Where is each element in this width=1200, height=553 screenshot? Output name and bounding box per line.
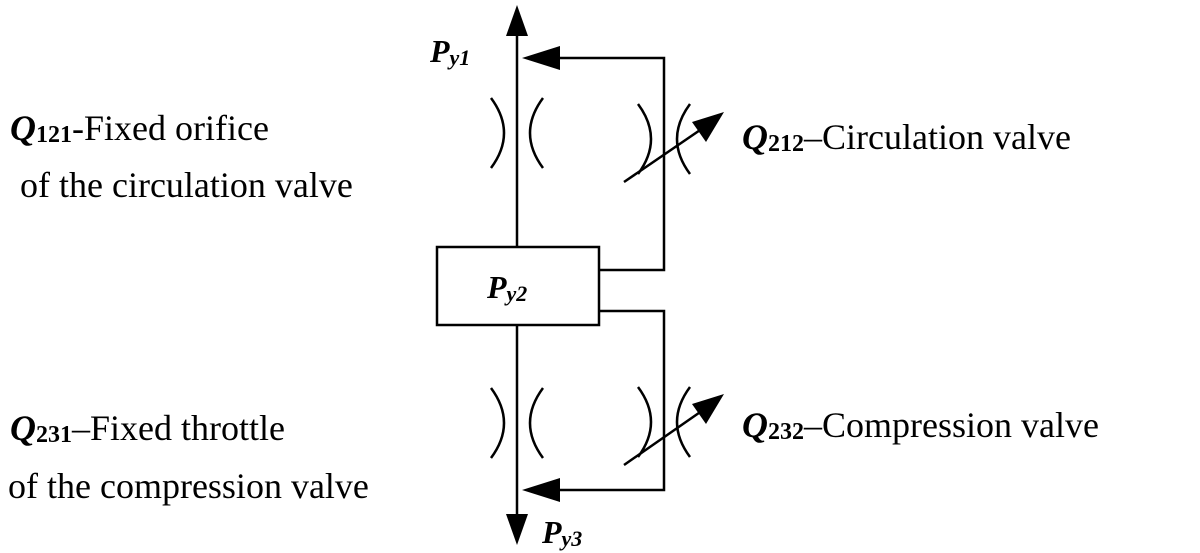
q212-label: Q212–Circulation valve (742, 117, 1071, 157)
bottom-arrow-icon (506, 514, 528, 545)
q232-label: Q232–Compression valve (742, 405, 1099, 445)
py2-label: Py2 (486, 269, 527, 306)
upper-branch-arrow-icon (522, 46, 560, 70)
q231-label: Q231–Fixed throttle (10, 408, 285, 448)
py3-label: Py3 (541, 514, 582, 551)
q121-label-line2: of the circulation valve (20, 165, 353, 205)
lower-branch-arrow-icon (522, 478, 560, 502)
upper-branch-line (550, 56, 666, 272)
variable-orifice-q212-icon (623, 103, 724, 184)
fixed-orifice-q121-icon (489, 97, 545, 169)
q121-label: Q121-Fixed orifice (10, 108, 269, 148)
q231-label-line2: of the compression valve (8, 466, 369, 506)
lower-branch-line (550, 309, 666, 492)
py1-label: Py1 (429, 33, 470, 70)
variable-orifice-q232-icon (623, 386, 724, 467)
fixed-throttle-q231-icon (489, 387, 545, 459)
py2-chamber-box (435, 245, 601, 327)
top-arrow-icon (506, 5, 528, 36)
